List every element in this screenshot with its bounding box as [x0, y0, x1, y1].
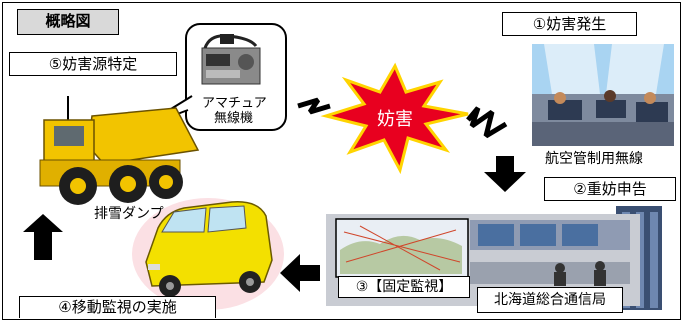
air-traffic-radio-caption: 航空管制用無線: [545, 151, 643, 167]
diagram-title: 概略図: [17, 9, 119, 35]
step-2-interference-report: ②重妨申告: [544, 177, 676, 201]
interference-burst-icon: [297, 62, 508, 175]
amateur-radio-icon: [201, 34, 261, 85]
step-4-mobile-monitoring: ④移動監視の実施: [19, 296, 216, 318]
amateur-radio-label-2: 無線機: [214, 111, 254, 126]
bureau-label: 北海道総合通信局: [477, 287, 623, 313]
up-arrow-icon: [23, 214, 63, 260]
down-arrow-icon: [484, 156, 526, 192]
step-1-interference-occurs: ①妨害発生: [502, 12, 637, 36]
interference-label: 妨害: [377, 109, 413, 130]
snow-dump-truck-caption: 排雪ダンプ: [94, 206, 164, 222]
step-5-source-identified: ⑤妨害源特定: [9, 52, 177, 76]
control-tower-image: [532, 44, 674, 146]
amateur-radio-label-1: アマチュア: [202, 96, 267, 111]
dump-truck-icon: [39, 96, 200, 205]
left-arrow-icon: [280, 254, 320, 292]
diagram-frame: [2, 2, 681, 320]
step-3-fixed-monitoring: ③【固定監視】: [338, 276, 470, 298]
monitoring-van-icon: [132, 198, 284, 310]
